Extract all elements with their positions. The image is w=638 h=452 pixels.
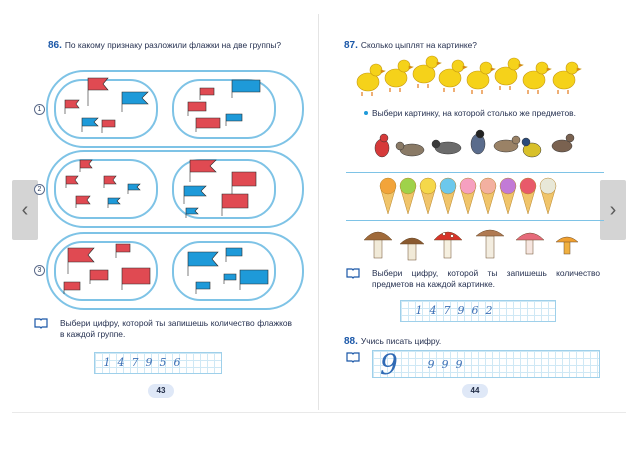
chevron-left-icon: ‹ [21, 198, 29, 221]
divider-line [346, 172, 604, 173]
practice-digits: 9 9 9 [424, 358, 466, 371]
ice-cream-icon [399, 177, 417, 215]
task-text: Сколько цыплят на картинке? [360, 40, 477, 50]
practice-digit[interactable]: 9 [427, 358, 435, 371]
task-number: 87. [344, 40, 358, 51]
mushroom-icon [555, 236, 579, 255]
digit-choice[interactable]: 2 [485, 304, 493, 317]
task-text: По какому признаку разложили флажки на д… [64, 40, 282, 50]
flag-row-1 [46, 70, 304, 148]
bird-icon [551, 133, 575, 153]
digit-choices: 1 4 7 9 5 6 [100, 356, 184, 369]
task-86: 86.По какому признаку разложили флажки н… [48, 40, 292, 52]
row-label-1: 1 [34, 104, 45, 115]
digit-choice[interactable]: 7 [131, 356, 139, 369]
divider-line [346, 220, 604, 221]
chick-icon [494, 57, 524, 86]
next-page-button[interactable]: › [600, 180, 626, 240]
bird-icon [395, 141, 425, 157]
mushroom-icon [475, 229, 505, 259]
digit-choice[interactable]: 9 [457, 304, 465, 317]
page-number: 44 [462, 384, 488, 398]
book-icon [346, 268, 360, 279]
task-number: 86. [48, 40, 62, 51]
mushroom-icon [399, 237, 425, 261]
chick-icon [466, 61, 496, 90]
bullet-icon [364, 111, 368, 115]
digit-choice[interactable]: 7 [443, 304, 451, 317]
chick-icon [522, 61, 552, 90]
chick-icon [384, 59, 414, 88]
practice-digit[interactable]: 9 [441, 358, 449, 371]
digit-choice[interactable]: 1 [415, 304, 423, 317]
bird-icon [521, 137, 542, 158]
chevron-right-icon: › [609, 198, 617, 221]
chick-icon [412, 55, 442, 84]
left-instruction: Выбери цифру, которой ты запишешь количе… [60, 318, 292, 339]
digit-choice[interactable]: 6 [471, 304, 479, 317]
page-number: 43 [148, 384, 174, 398]
digit-choices: 1 4 7 9 6 2 [412, 304, 496, 317]
digit-grid [400, 300, 556, 322]
chick-icon [356, 63, 386, 92]
task-text: Учись писать цифру. [360, 336, 442, 346]
ice-cream-icon [419, 177, 437, 215]
book-icon [346, 352, 360, 363]
flag-row-2 [46, 150, 304, 228]
ice-cream-icon [459, 177, 477, 215]
digit-choice[interactable]: 5 [159, 356, 167, 369]
bird-icon [493, 135, 521, 153]
flag-group-left [54, 159, 158, 219]
chick-icon [552, 61, 582, 90]
ice-cream-icon [519, 177, 537, 215]
ice-cream-icon [379, 177, 397, 215]
digit-grid [94, 352, 222, 374]
digit-choice[interactable]: 4 [429, 304, 437, 317]
mushroom-icon [433, 231, 463, 259]
viewer-baseline [12, 412, 626, 413]
digit-choice[interactable]: 9 [145, 356, 153, 369]
chick-icon [438, 59, 468, 88]
task-number: 88. [344, 336, 358, 347]
book-icon [34, 318, 48, 329]
digit-choice[interactable]: 1 [103, 356, 111, 369]
big-digit: 9 [380, 348, 398, 381]
writing-grid [372, 350, 600, 378]
ice-cream-icon [479, 177, 497, 215]
task-87: 87.Сколько цыплят на картинке? [344, 40, 594, 52]
prev-page-button[interactable]: ‹ [12, 180, 38, 240]
right-instruction: Выбери цифру, которой ты запишешь количе… [372, 268, 600, 289]
digit-choice[interactable]: 6 [173, 356, 181, 369]
page-divider [318, 14, 319, 410]
practice-digit[interactable]: 9 [455, 358, 463, 371]
bird-icon [431, 139, 462, 155]
ice-cream-icon [439, 177, 457, 215]
row-label-2: 2 [34, 184, 45, 195]
ice-cream-icon [539, 177, 557, 215]
bullet-text: Выбери картинку, на которой столько же п… [372, 108, 576, 118]
ice-cream-icon [499, 177, 517, 215]
flag-group-left [54, 79, 158, 139]
task-88: 88.Учись писать цифру. [344, 336, 594, 348]
bird-icon [470, 129, 486, 155]
mushroom-icon [363, 231, 393, 259]
digit-choice[interactable]: 4 [117, 356, 125, 369]
mushroom-icon [515, 232, 545, 255]
bird-icon [374, 133, 390, 158]
row-label-3: 3 [34, 265, 45, 276]
